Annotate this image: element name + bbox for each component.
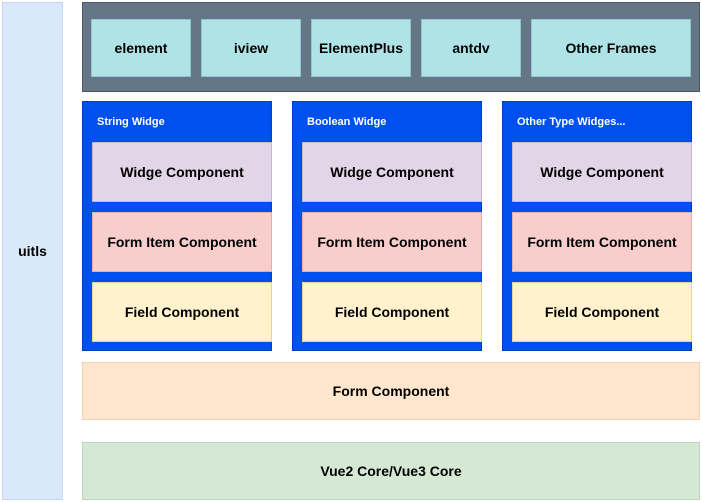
core-box: Vue2 Core/Vue3 Core xyxy=(82,442,700,500)
form-item-component-label: Form Item Component xyxy=(527,234,677,250)
widge-component: Widge Component xyxy=(302,142,482,202)
widge-group-string: String Widge Widge Component Form Item C… xyxy=(82,101,272,351)
core-label: Vue2 Core/Vue3 Core xyxy=(320,463,462,479)
form-component-label: Form Component xyxy=(332,383,450,399)
form-item-component-label: Form Item Component xyxy=(107,234,257,250)
utils-label: uitls xyxy=(18,243,47,259)
widge-group-boolean: Boolean Widge Widge Component Form Item … xyxy=(292,101,482,351)
frame-other: Other Frames xyxy=(531,19,691,77)
utils-box: uitls xyxy=(2,2,63,500)
form-item-component: Form Item Component xyxy=(92,212,272,272)
form-item-component: Form Item Component xyxy=(302,212,482,272)
widge-component-label: Widge Component xyxy=(120,164,244,180)
frame-iview-label: iview xyxy=(233,40,269,56)
field-component-label: Field Component xyxy=(544,304,660,320)
field-component-label: Field Component xyxy=(124,304,240,320)
field-component: Field Component xyxy=(92,282,272,342)
frame-elementplus: ElementPlus xyxy=(311,19,411,77)
frame-antdv: antdv xyxy=(421,19,521,77)
field-component: Field Component xyxy=(512,282,692,342)
field-component: Field Component xyxy=(302,282,482,342)
frame-other-label: Other Frames xyxy=(565,40,657,56)
frame-antdv-label: antdv xyxy=(452,40,490,56)
form-component-box: Form Component xyxy=(82,362,700,420)
widge-group-title: Other Type Widges... xyxy=(517,116,626,128)
widge-group-title: Boolean Widge xyxy=(307,116,387,128)
frame-iview: iview xyxy=(201,19,301,77)
form-item-component: Form Item Component xyxy=(512,212,692,272)
frame-element-label: element xyxy=(114,40,168,56)
widge-component-label: Widge Component xyxy=(540,164,664,180)
widge-group-title: String Widge xyxy=(97,116,165,128)
widge-component: Widge Component xyxy=(512,142,692,202)
ui-frames-bar: element iview ElementPlus antdv Other Fr… xyxy=(82,2,700,92)
frame-elementplus-label: ElementPlus xyxy=(318,40,404,56)
form-item-component-label: Form Item Component xyxy=(317,234,467,250)
field-component-label: Field Component xyxy=(334,304,450,320)
frame-element: element xyxy=(91,19,191,77)
widge-component-label: Widge Component xyxy=(330,164,454,180)
widge-component: Widge Component xyxy=(92,142,272,202)
widge-group-other: Other Type Widges... Widge Component For… xyxy=(502,101,692,351)
